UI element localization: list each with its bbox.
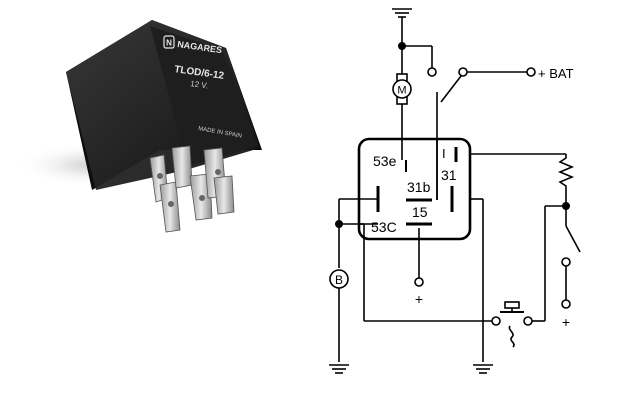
wiring-schematic: M + BAT 53e I 31b 31 15 53C + <box>329 8 581 374</box>
battery-label: + BAT <box>538 66 574 81</box>
terminal-label-53e: 53e <box>373 153 397 169</box>
lamp-b-symbol: B <box>329 269 349 289</box>
ground-symbol-right <box>473 364 493 374</box>
lamp-b-label: B <box>335 273 343 287</box>
motor-symbol: M <box>392 73 412 105</box>
plus-label-15: + <box>415 291 423 307</box>
relay-photo: N NAGARES TLOD/6-12 12 V. MADE IN SPAIN <box>15 20 262 233</box>
relay-pins <box>149 145 235 233</box>
motor-label: M <box>397 85 406 97</box>
svg-text:N: N <box>166 39 172 48</box>
voltage-text: 12 V. <box>190 79 209 90</box>
battery-switch <box>440 67 536 103</box>
terminal-label-53c: 53C <box>371 219 397 235</box>
terminal-node <box>427 67 437 77</box>
plus-label-right: + <box>562 314 570 330</box>
right-switch <box>561 208 581 267</box>
pushbutton-switch <box>491 301 533 348</box>
resistor-symbol <box>557 154 575 204</box>
relay-pin <box>171 145 193 189</box>
terminal-label-31b: 31b <box>407 179 431 195</box>
ground-symbol-left <box>329 364 349 374</box>
relay-box <box>357 137 472 241</box>
terminal-label-31: 31 <box>441 167 457 183</box>
relay-pin <box>213 175 235 215</box>
relay-pin <box>159 181 181 233</box>
terminal-label-15: 15 <box>412 204 428 220</box>
terminal-label-i: I <box>442 146 446 161</box>
bat-terminal <box>526 67 536 77</box>
